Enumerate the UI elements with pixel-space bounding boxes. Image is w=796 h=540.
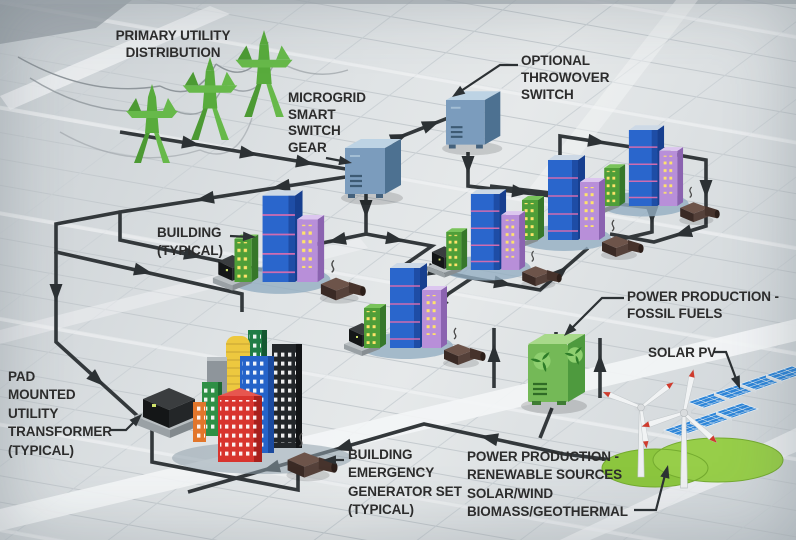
label-line: SOLAR/WIND — [467, 485, 553, 501]
label-line: POWER PRODUCTION - — [627, 289, 779, 304]
label-line: MICROGRID — [288, 90, 366, 105]
label-line: MOUNTED — [8, 387, 76, 403]
label-microgrid-smart-switch-gear: MICROGRID SMART SWITCH GEAR — [288, 90, 366, 156]
label-building-typical: BUILDING (TYPICAL) — [157, 224, 223, 261]
label-optional-throwover-switch: OPTIONAL THROWOVER SWITCH — [521, 52, 609, 103]
label-primary-utility-distribution: PRIMARY UTILITY DISTRIBUTION — [98, 27, 248, 61]
city-building-black — [272, 344, 302, 448]
wire-west-drop — [54, 252, 144, 422]
road — [0, 6, 230, 110]
label-line: PRIMARY UTILITY — [115, 28, 231, 43]
label-solar-pv: SOLAR PV — [648, 344, 716, 361]
label-line: PAD — [8, 369, 36, 384]
label-line: SOLAR PV — [648, 345, 717, 360]
label-line: GENERATOR SET — [348, 483, 462, 499]
label-line: RENEWABLE SOURCES — [467, 467, 623, 483]
label-line: BIOMASS/GEOTHERMAL — [467, 504, 628, 520]
label-line: DISTRIBUTION — [125, 45, 221, 60]
label-line: OPTIONAL — [521, 53, 590, 68]
fossil-fuel-generation-icon — [521, 334, 587, 414]
leader-renewable — [634, 470, 668, 512]
dark-block — [0, 0, 132, 44]
label-leaders — [110, 63, 740, 512]
optional-throwover-switch-icon — [441, 90, 504, 157]
label-line: BUILDING — [348, 447, 413, 462]
leader-fossil — [566, 296, 624, 334]
label-line: SWITCH — [521, 87, 574, 102]
label-line: FOSSIL FUELS — [627, 305, 723, 321]
pad-mounted-transformer-icon — [134, 388, 204, 438]
wind-turbines — [601, 368, 720, 489]
wind-turbine-icon — [640, 368, 720, 489]
leader-solar — [714, 350, 740, 385]
label-line: (TYPICAL) — [157, 243, 223, 259]
label-line: (TYPICAL) — [348, 502, 414, 518]
wire-cluster-d-loop — [609, 146, 708, 244]
label-line: SMART — [288, 106, 336, 122]
label-line: THROWOVER — [521, 70, 610, 85]
label-power-production-fossil-fuels: POWER PRODUCTION - FOSSIL FUELS — [627, 289, 779, 322]
label-line: BUILDING — [157, 225, 222, 240]
label-line: UTILITY — [8, 405, 59, 421]
label-power-production-renewable: POWER PRODUCTION - RENEWABLE SOURCES SOL… — [467, 448, 628, 522]
road — [0, 319, 796, 531]
city-building-red — [218, 388, 262, 462]
wind-turbine-icon — [601, 379, 676, 478]
label-line: EMERGENCY — [348, 465, 435, 481]
label-line: SWITCH — [288, 123, 341, 138]
label-building-emergency-generator-set: BUILDING EMERGENCY GENERATOR SET (TYPICA… — [348, 446, 462, 520]
city-block — [172, 330, 352, 482]
label-pad-mounted-utility-transformer: PAD MOUNTED UTILITY TRANSFORMER (TYPICAL… — [8, 368, 112, 460]
road — [528, 0, 698, 200]
city-building-orange — [193, 402, 206, 442]
label-line: (TYPICAL) — [8, 442, 74, 458]
leader-throwover — [454, 63, 518, 96]
label-line: GEAR — [288, 139, 327, 155]
label-line: TRANSFORMER — [8, 424, 112, 440]
label-line: POWER PRODUCTION - — [467, 449, 619, 464]
